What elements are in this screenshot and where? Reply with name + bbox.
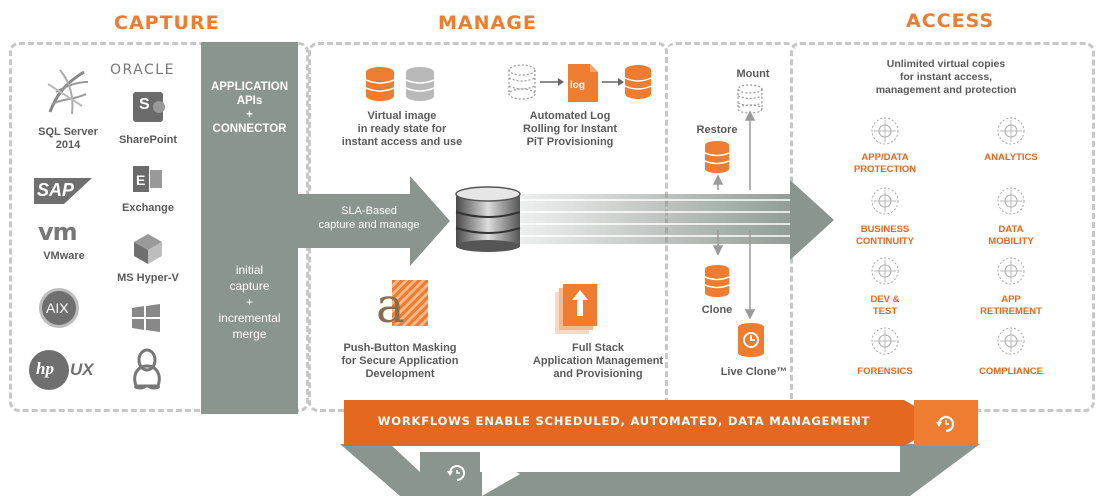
sla-label: SLA-Based capture and manage [318, 205, 420, 231]
hyper-v-icon [134, 234, 162, 264]
hyper-v-label: MS Hyper-V [117, 272, 179, 284]
data-flow-lines [520, 194, 800, 244]
workflow-banner: WORKFLOWS ENABLE SCHEDULED, AUTOMATED, D… [377, 414, 871, 428]
refresh-icon-top [936, 415, 955, 433]
app-retirement-icon [997, 257, 1025, 285]
use-business-continuity: BUSINESS CONTINUITY [855, 224, 915, 247]
vmware-logo: vm [38, 218, 78, 246]
analytics-icon [997, 117, 1025, 145]
capture-heading: CAPTURE [114, 12, 220, 34]
vmware-label: VMware [43, 250, 85, 262]
masking-icon: a [376, 280, 428, 332]
log-rolling-icons [508, 64, 652, 102]
data-mobility-icon [997, 187, 1025, 215]
sql-server-label: SQL Server 2014 [38, 126, 98, 151]
mount-label: Mount [736, 68, 770, 80]
live-clone-db-icon [738, 323, 764, 357]
log-rolling-text: Automated Log Rolling for Instant PiT Pr… [522, 110, 618, 148]
log-icon-text: log [570, 80, 585, 91]
compliance-icon [997, 327, 1025, 355]
hp-logo: hp [29, 350, 69, 390]
use-app-data-protection: APP/DATA PROTECTION [853, 152, 917, 175]
use-app-retirement: APP RETIREMENT [980, 294, 1042, 317]
workflow-banner-shape [344, 400, 944, 446]
access-heading: ACCESS [906, 10, 995, 32]
live-clone-label: Live Clone™ [720, 366, 788, 378]
capture-merge-label: initial capture + incremental merge [218, 263, 281, 341]
forensics-icon [871, 327, 899, 355]
refresh-icon-bottom [447, 465, 465, 481]
workflow-return-arrow [420, 452, 520, 496]
sharepoint-icon: S [133, 92, 165, 122]
use-forensics: FORENSICS [857, 366, 913, 377]
aix-logo: AIX [39, 288, 79, 328]
virtual-image-text: Virtual image in ready state for instant… [341, 110, 463, 148]
masking-text: Push-Button Masking for Secure Applicati… [341, 342, 459, 380]
windows-icon [132, 304, 160, 332]
use-analytics: ANALYTICS [984, 152, 1038, 163]
clone-label: Clone [701, 304, 733, 316]
sharepoint-label: SharePoint [118, 134, 178, 146]
sla-arrow [292, 176, 450, 266]
branch-lines [712, 110, 756, 320]
access-arrow-head [790, 180, 834, 260]
mount-db-icon [737, 84, 763, 114]
connector-band [201, 42, 298, 414]
sap-logo: SAP [34, 178, 92, 204]
manage-heading: MANAGE [438, 12, 537, 34]
use-compliance: COMPLIANCE [979, 366, 1043, 377]
dev-test-icon [871, 257, 899, 285]
virtual-image-db-icon [365, 67, 435, 101]
clone-db-icon [704, 265, 730, 297]
access-intro: Unlimited virtual copies for instant acc… [875, 58, 1017, 96]
connector-label: APPLICATION APIs + CONNECTOR [210, 81, 289, 135]
restore-label: Restore [696, 124, 738, 136]
app-data-protection-icon [871, 117, 899, 145]
oracle-logo: ORACLE [110, 62, 175, 78]
exchange-label: Exchange [122, 202, 174, 214]
svg-text:E: E [136, 172, 145, 188]
sql-server-icon [47, 69, 89, 115]
business-continuity-icon [871, 187, 899, 215]
linux-tux-icon [133, 348, 161, 390]
use-dev-test: DEV & TEST [870, 294, 900, 317]
full-stack-text: Full Stack Application Management and Pr… [532, 342, 664, 380]
exchange-icon: E [133, 164, 163, 194]
use-data-mobility: DATA MOBILITY [988, 224, 1034, 247]
restore-db-icon [704, 141, 730, 173]
full-stack-icon [555, 284, 597, 334]
hpux-label: UX [70, 360, 94, 379]
central-database-icon [455, 186, 521, 252]
